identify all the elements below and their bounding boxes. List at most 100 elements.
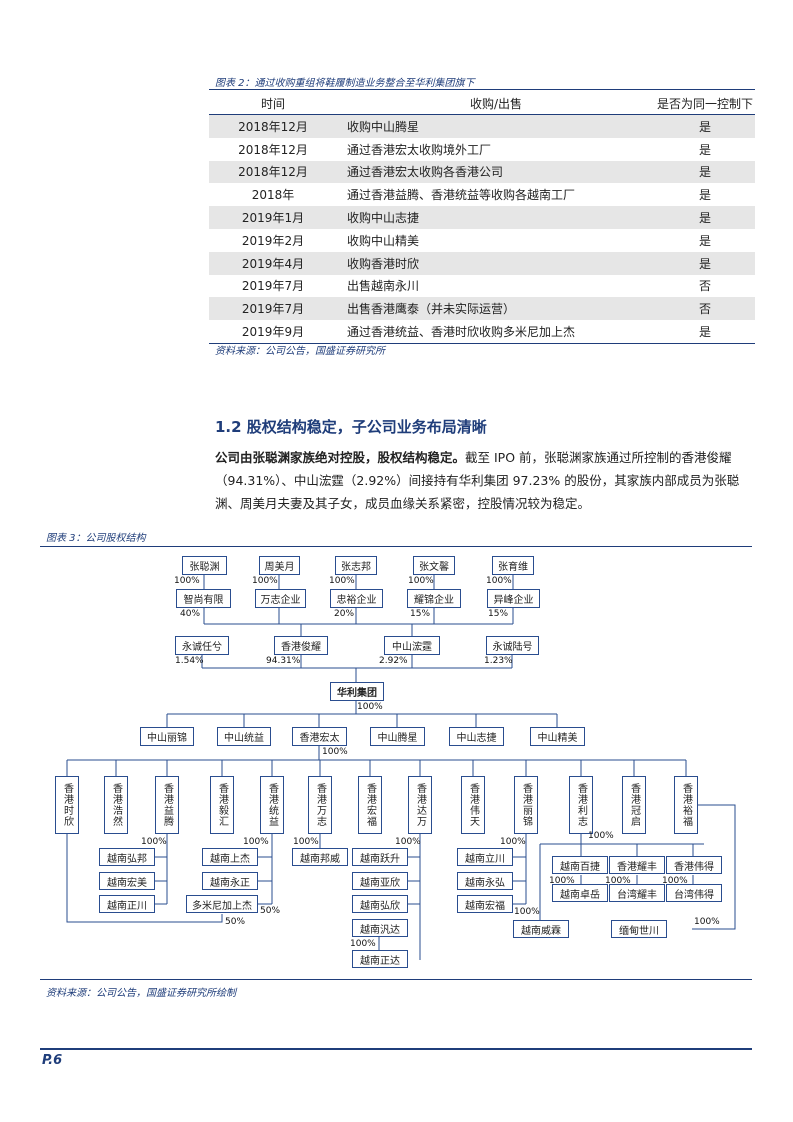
section-paragraph: 公司由张聪渊家族绝对控股，股权结构稳定。截至 IPO 前，张聪渊家族通过所控制的… <box>215 446 755 515</box>
chart3-source: 资料来源：公司公告，国盛证券研究所绘制 <box>46 988 236 999</box>
pct-label: 100% <box>486 576 512 586</box>
pct-label: 100% <box>357 702 383 712</box>
vn-factory-node: 越南永弘 <box>457 872 513 890</box>
pct-label: 50% <box>225 917 246 927</box>
chart3-caption: 图表 3：公司股权结构 <box>46 533 146 544</box>
table2-caption: 图表 2：通过收购重组将鞋履制造业务整合至华利集团旗下 <box>215 78 475 89</box>
tw-entity-node: 台湾伟得 <box>666 884 722 902</box>
hk-sub-node: 香港毅汇 <box>210 776 234 834</box>
subsidiary-node: 中山精美 <box>530 727 585 746</box>
tw-entity-node: 香港耀丰 <box>609 856 665 874</box>
pct-label: 50% <box>260 906 281 916</box>
para-body: 截至 IPO 前，张聪渊家族通过所控制的香港俊耀（94.31%）、中山浤霆（2.… <box>215 450 740 511</box>
hk-sub-label: 香港益腾 <box>161 783 173 827</box>
pct-label: 100% <box>549 876 575 886</box>
table-row: 2019年4月收购香港时欣是 <box>209 251 755 275</box>
pct-label: 100% <box>588 831 614 841</box>
page-number: P.6 <box>42 1053 63 1068</box>
hk-sub-label: 香港宏福 <box>364 783 376 827</box>
entity-node: 耀锦企业 <box>407 589 461 608</box>
hk-sub-label: 香港达万 <box>414 783 426 827</box>
pct-label: 100% <box>329 576 355 586</box>
hk-sub-label: 香港时欣 <box>61 783 73 827</box>
vn-factory-node: 越南卓岳 <box>552 884 608 902</box>
pct-label: 100% <box>350 939 376 949</box>
hk-sub-node: 香港达万 <box>408 776 432 834</box>
subsidiary-node: 香港宏太 <box>292 727 347 746</box>
pct-label: 40% <box>180 609 201 619</box>
table2-top-rule <box>209 89 755 90</box>
hk-sub-node: 香港万志 <box>308 776 332 834</box>
entity-node: 万志企业 <box>255 589 306 608</box>
hk-sub-label: 香港万志 <box>314 783 326 827</box>
tw-entity-node: 台湾耀丰 <box>609 884 665 902</box>
table-row: 2018年12月通过香港宏太收购各香港公司是 <box>209 160 755 184</box>
shareholder-node: 香港俊耀 <box>274 636 328 655</box>
pct-label: 100% <box>662 876 688 886</box>
pct-label: 2.92% <box>379 656 408 666</box>
shareholder-node: 永诚任兮 <box>175 636 229 655</box>
hk-sub-label: 香港裕福 <box>680 783 692 827</box>
pct-label: 100% <box>243 837 269 847</box>
person-node: 张文馨 <box>413 556 455 575</box>
pct-label: 100% <box>141 837 167 847</box>
table-row: 2019年7月出售越南永川否 <box>241 279 711 294</box>
header-action: 收购/出售 <box>337 92 655 115</box>
vn-factory-node: 越南邦威 <box>292 848 348 866</box>
subsidiary-node: 中山丽锦 <box>140 727 194 746</box>
acquisition-table: 时间 收购/出售 是否为同一控制下 2018年12月收购中山腾星是 2018年1… <box>209 92 755 344</box>
header-same-control: 是否为同一控制下 <box>655 92 755 115</box>
hk-sub-label: 香港统益 <box>266 783 278 827</box>
pct-label: 20% <box>334 609 355 619</box>
pct-label: 100% <box>174 576 200 586</box>
vn-factory-node: 越南正川 <box>99 895 155 913</box>
pct-label: 94.31% <box>266 656 301 666</box>
hk-sub-label: 香港浩然 <box>110 783 122 827</box>
vn-factory-node: 越南威霖 <box>513 920 569 938</box>
person-node: 张聪渊 <box>182 556 227 575</box>
subsidiary-node: 中山统益 <box>217 727 271 746</box>
table-row: 2018年通过香港益腾、香港统益等收购各越南工厂是 <box>251 188 711 203</box>
vn-factory-node: 越南宏美 <box>99 872 155 890</box>
vn-factory-node: 越南宏福 <box>457 895 513 913</box>
footer-rule <box>40 1048 752 1050</box>
hk-sub-node: 香港丽锦 <box>514 776 538 834</box>
hk-sub-node: 香港时欣 <box>55 776 79 834</box>
pct-label: 100% <box>500 837 526 847</box>
entity-node: 智尚有限 <box>176 589 231 608</box>
root-node: 华利集团 <box>330 682 384 701</box>
hk-sub-node: 香港伟天 <box>461 776 485 834</box>
pct-label: 100% <box>514 907 540 917</box>
vn-factory-node: 多米尼加上杰 <box>186 895 258 913</box>
hk-sub-label: 香港冠启 <box>628 783 640 827</box>
table-row: 2018年12月收购中山腾星是 <box>209 114 755 138</box>
hk-sub-node: 香港益腾 <box>155 776 179 834</box>
subsidiary-node: 中山腾星 <box>370 727 425 746</box>
hk-sub-node: 香港冠启 <box>622 776 646 834</box>
entity-node: 异峰企业 <box>487 589 540 608</box>
table-row: 2019年7月出售香港鹰泰（并未实际运营）否 <box>209 297 755 321</box>
hk-sub-label: 香港利志 <box>575 783 587 827</box>
hk-sub-label: 香港丽锦 <box>520 783 532 827</box>
vn-factory-node: 越南立川 <box>457 848 513 866</box>
pct-label: 15% <box>488 609 509 619</box>
subsidiary-node: 中山志捷 <box>449 727 504 746</box>
vn-factory-node: 越南百捷 <box>552 856 608 874</box>
section-title: 1.2 股权结构稳定，子公司业务布局清晰 <box>215 418 487 436</box>
header-time: 时间 <box>209 92 337 115</box>
chart3-top-rule <box>40 546 752 547</box>
person-node: 张育维 <box>492 556 534 575</box>
table-row: 2019年2月收购中山精美是 <box>241 233 711 248</box>
vn-factory-node: 越南汎达 <box>352 919 408 937</box>
hk-sub-node: 香港裕福 <box>674 776 698 834</box>
pct-label: 100% <box>395 837 421 847</box>
vn-factory-node: 越南弘邦 <box>99 848 155 866</box>
tw-entity-node: 香港伟得 <box>666 856 722 874</box>
pct-label: 100% <box>408 576 434 586</box>
table-row: 2019年1月收购中山志捷是 <box>209 206 755 229</box>
hk-sub-node: 香港宏福 <box>358 776 382 834</box>
person-node: 周美月 <box>259 556 300 575</box>
table-row: 2019年9月通过香港统益、香港时欣收购多米尼加上杰是 <box>209 320 755 344</box>
table-row: 2018年12月通过香港宏太收购境外工厂是 <box>238 142 711 157</box>
